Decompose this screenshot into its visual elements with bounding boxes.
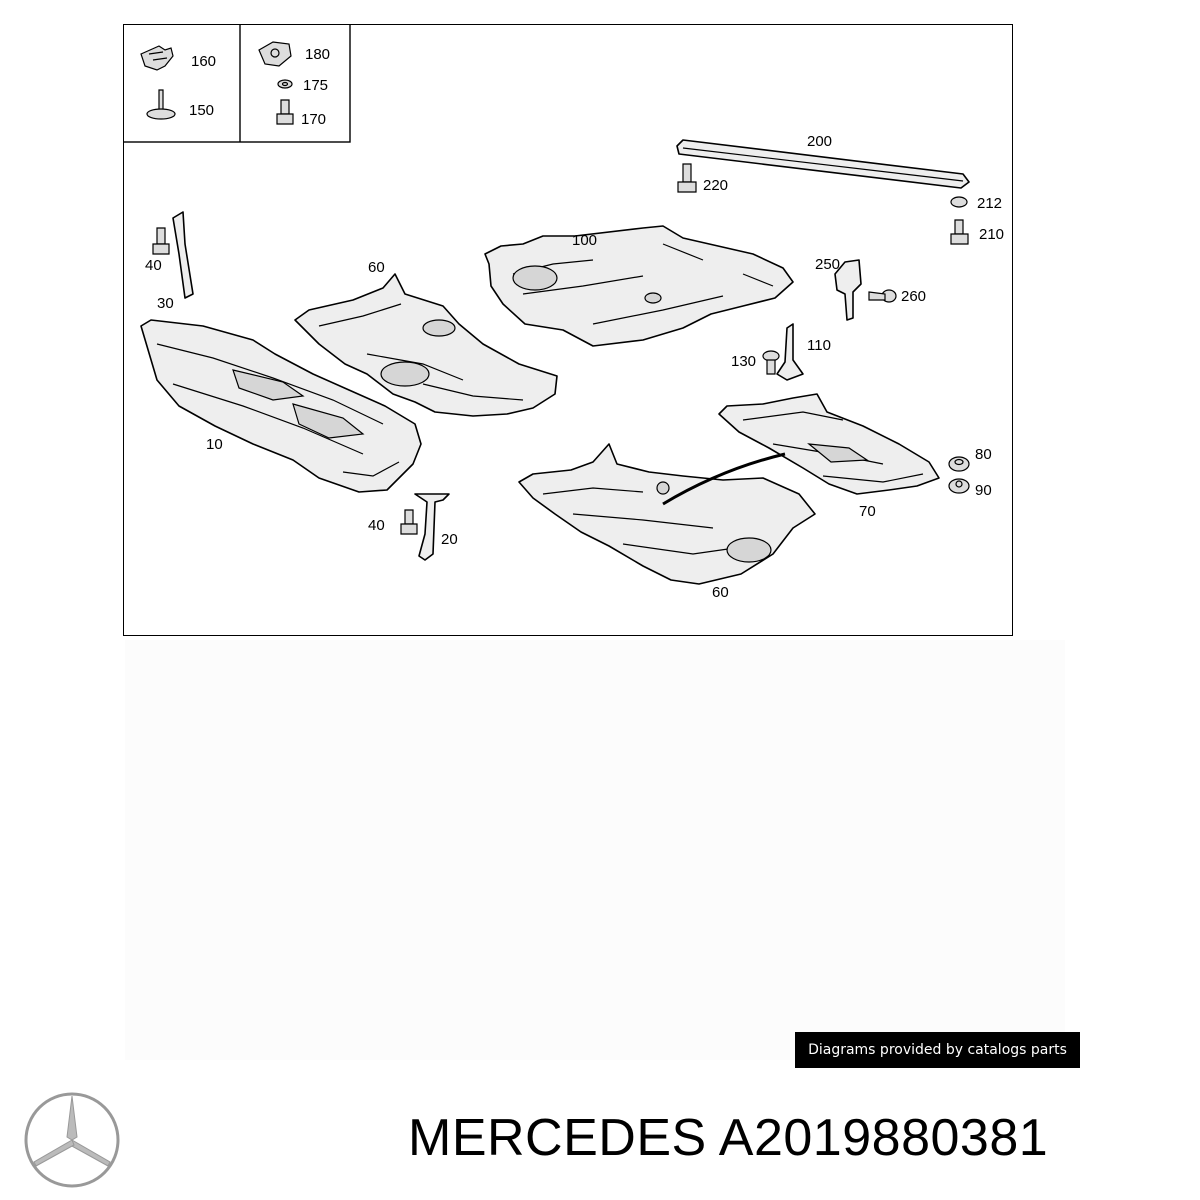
- bolt-170-part: [276, 99, 294, 125]
- clip-80-part: [948, 456, 970, 472]
- panel-100-part: [484, 225, 794, 347]
- label-175: 175: [303, 77, 328, 94]
- bolt-40a-part: [152, 227, 170, 255]
- label-130: 130: [731, 353, 756, 370]
- label-200: 200: [807, 133, 832, 150]
- bar-200-part: [676, 139, 970, 189]
- label-60-lower: 60: [712, 584, 729, 601]
- label-100: 100: [572, 232, 597, 249]
- bracket-110-part: [776, 323, 804, 381]
- bolt-40b-part: [400, 509, 418, 535]
- label-180: 180: [305, 46, 330, 63]
- label-70: 70: [859, 503, 876, 520]
- parts-diagram: 160 150 180 175 170 200 220 212 210: [123, 24, 1004, 601]
- washer-212-part: [950, 196, 968, 208]
- mercedes-star-icon: [24, 1092, 120, 1188]
- bracket-250-part: [834, 259, 862, 321]
- washer-175-part: [277, 79, 293, 89]
- panel-60-lower-part: [518, 443, 816, 585]
- rivet-150-part: [146, 89, 176, 120]
- label-212: 212: [977, 195, 1002, 212]
- bracket-20-part: [414, 493, 450, 561]
- clip-160-part: [140, 45, 174, 71]
- label-150: 150: [189, 102, 214, 119]
- label-10: 10: [206, 436, 223, 453]
- label-40-upper: 40: [145, 257, 162, 274]
- bolt-210-part: [950, 219, 969, 245]
- panel-60-upper-part: [294, 273, 558, 417]
- inset-box-clips: [123, 24, 351, 143]
- label-60-upper: 60: [368, 259, 385, 276]
- clip-nut-180-part: [258, 41, 292, 67]
- label-90: 90: [975, 482, 992, 499]
- panel-10-part: [140, 319, 422, 493]
- label-160: 160: [191, 53, 216, 70]
- credit-badge: Diagrams provided by catalogs parts: [795, 1032, 1080, 1068]
- label-260: 260: [901, 288, 926, 305]
- panel-70-part: [718, 393, 940, 495]
- label-40-lower: 40: [368, 517, 385, 534]
- screw-260-part: [868, 289, 897, 303]
- bolt-220-part: [677, 163, 697, 193]
- label-170: 170: [301, 111, 326, 128]
- label-250: 250: [815, 256, 840, 273]
- label-30: 30: [157, 295, 174, 312]
- bracket-30-part: [172, 211, 194, 299]
- label-110: 110: [807, 337, 831, 354]
- label-80: 80: [975, 446, 992, 463]
- background-panel: [125, 640, 1065, 1060]
- label-210: 210: [979, 226, 1004, 243]
- label-220: 220: [703, 177, 728, 194]
- label-20: 20: [441, 531, 458, 548]
- page-title: MERCEDES A2019880381: [408, 1109, 1049, 1167]
- clip-130-part: [762, 350, 780, 375]
- nut-90-part: [948, 478, 970, 494]
